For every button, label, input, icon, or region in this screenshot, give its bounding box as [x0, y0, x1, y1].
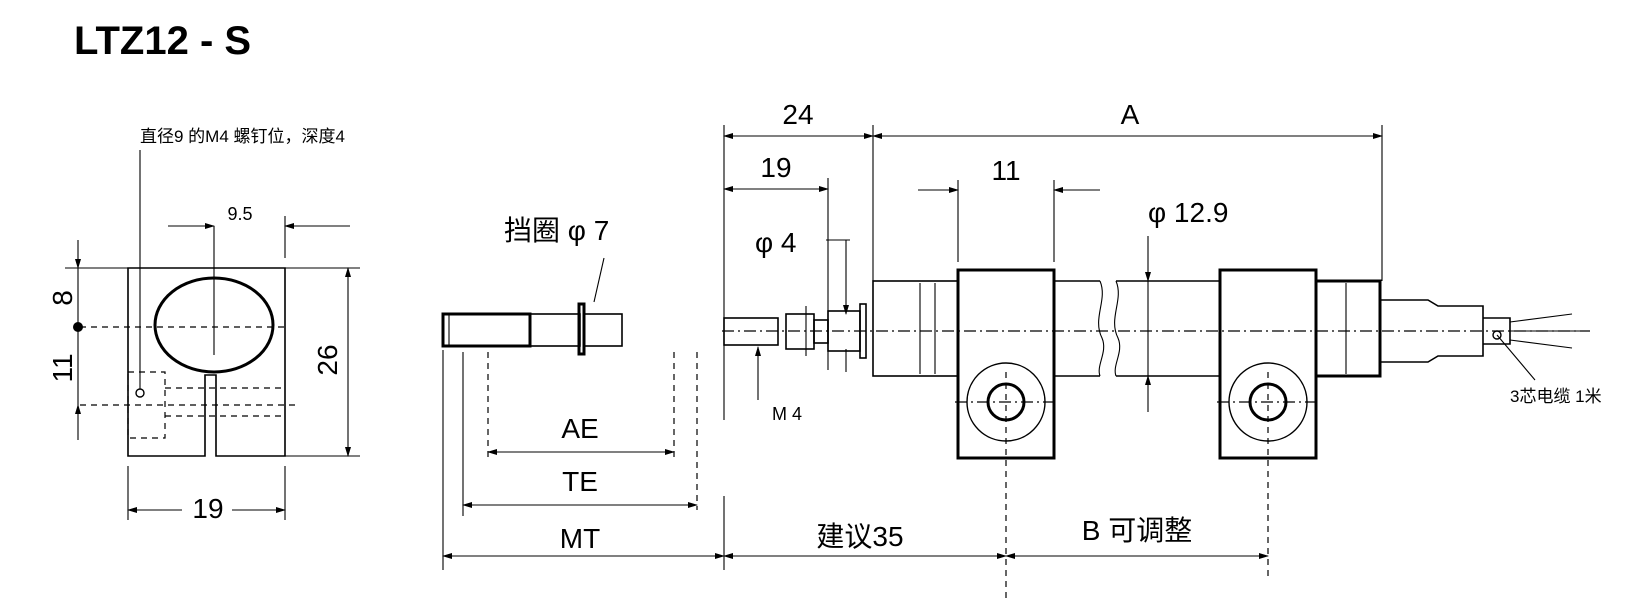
tube-break-left: [1098, 280, 1105, 377]
screw-hole-marker: [135, 388, 145, 398]
dim-ae-label: AE: [561, 413, 598, 444]
retainer-leader: [593, 257, 605, 303]
cable-leader: [1496, 334, 1536, 381]
phi-12-9-label: φ 12.9: [1148, 197, 1228, 228]
retainer-label: 挡圈 φ 7: [504, 215, 609, 246]
dim-A-label: A: [1121, 99, 1140, 130]
tube-break-right: [1114, 280, 1121, 377]
end-view: 直径9 的M4 螺钉位，深度4 9.5 8 11 26: [47, 127, 360, 524]
dim-24-label: 24: [782, 99, 813, 130]
product-title: LTZ12 - S: [74, 19, 251, 63]
rod-flange: [859, 303, 867, 359]
dim-11-body-label: 11: [991, 155, 1020, 186]
dim-suggest-label: 建议35: [816, 521, 903, 552]
cable-wire-3: [1509, 339, 1573, 349]
dim-mt-label: MT: [560, 523, 600, 554]
m4-label: M 4: [772, 404, 802, 424]
dim-B-label: B 可调整: [1082, 515, 1192, 546]
plunger-tip: [441, 312, 532, 348]
mounting-clamp-1: [956, 268, 1056, 460]
screw-hole-note: 直径9 的M4 螺钉位，深度4: [140, 127, 345, 146]
dim-11-label: 11: [47, 353, 78, 382]
dim-9-5-label: 9.5: [227, 204, 252, 224]
block-outline: [127, 267, 286, 457]
plunger-shaft: [529, 313, 581, 347]
dim-8-label: 8: [47, 290, 78, 306]
cable-note: 3芯电缆 1米: [1510, 387, 1602, 406]
dim-26-label: 26: [312, 344, 343, 375]
dim-te-label: TE: [562, 466, 598, 497]
rear-housing: [1314, 279, 1382, 378]
hidden-screw-hole: [127, 371, 166, 439]
dim-19-body-label: 19: [760, 152, 791, 183]
phi-4-label: φ 4: [755, 227, 797, 258]
sensor-body-view: 3芯电缆 1米 24 A 19 11 φ 4 M 4 φ 12.9: [722, 99, 1602, 600]
plunger-rear: [583, 313, 623, 347]
housing-front: [872, 280, 959, 377]
plunger-view: 挡圈 φ 7 AE TE MT: [441, 215, 725, 570]
cable-wire-1: [1509, 313, 1573, 323]
cable-gland: [1379, 299, 1484, 363]
dim-19-label: 19: [192, 493, 223, 524]
dim-8-11-dot: [73, 322, 83, 332]
